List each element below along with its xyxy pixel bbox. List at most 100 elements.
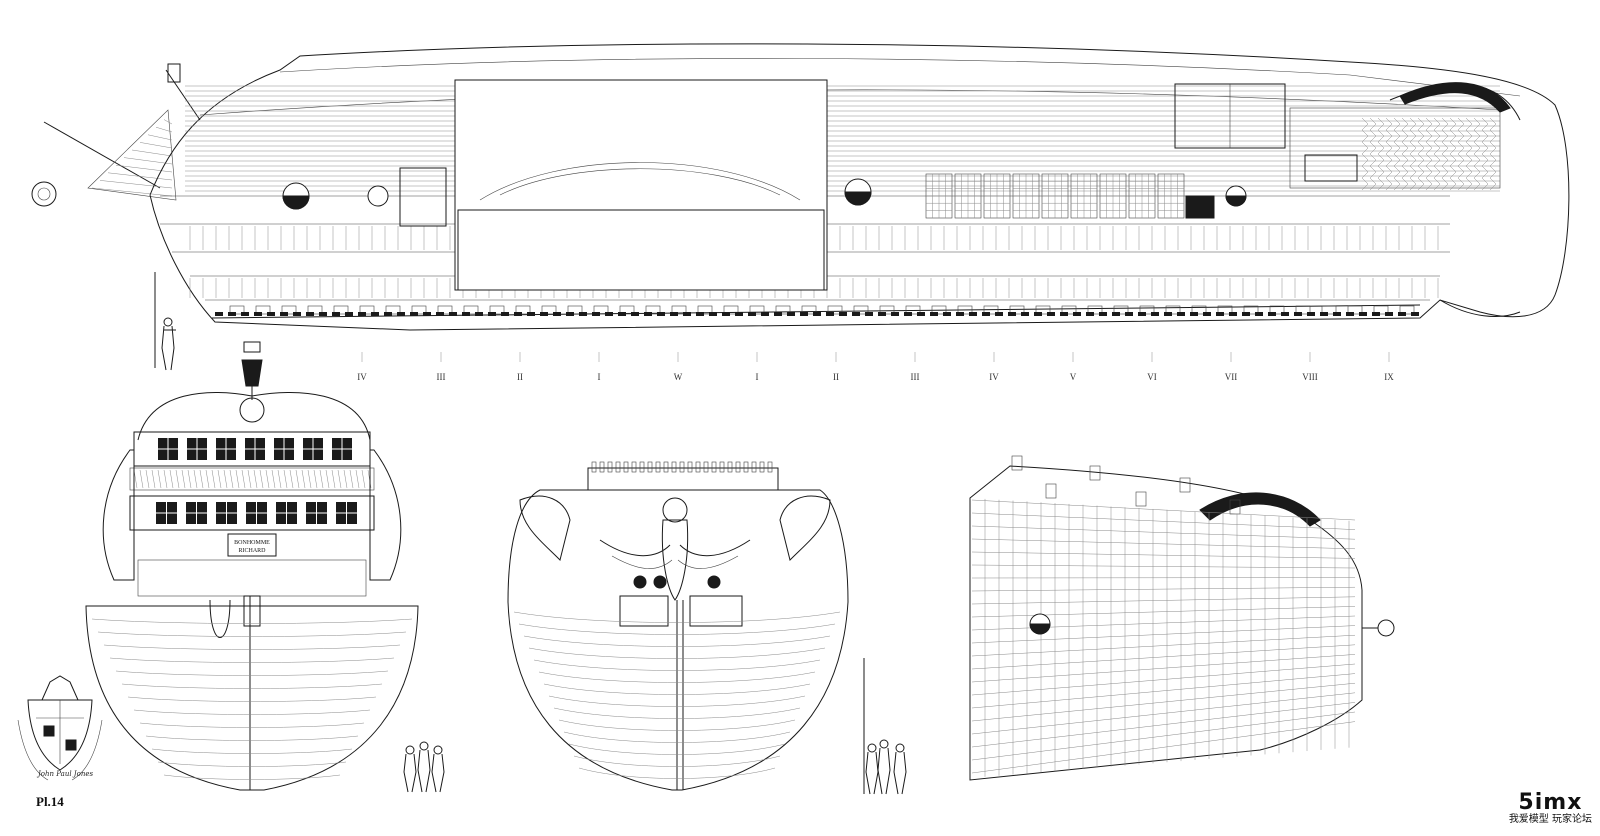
perspective-hull — [969, 465, 1363, 781]
watermark-logo: 5imx — [1518, 790, 1583, 815]
station-mark: I — [598, 372, 601, 382]
stern-name-line-2: RICHARD — [238, 548, 266, 554]
gunport — [1269, 305, 1285, 315]
gunport — [697, 305, 713, 315]
gunport — [1035, 305, 1051, 315]
capstan-aft — [1225, 185, 1247, 207]
station-mark: VII — [1225, 372, 1238, 382]
hawse-hole-starboard — [707, 575, 721, 589]
jib-boom-cap — [167, 63, 181, 83]
scale-figures-officers — [403, 741, 445, 793]
bow-elevation-view — [507, 461, 849, 791]
companion-ladder — [1185, 195, 1215, 219]
station-mark: IX — [1384, 372, 1394, 382]
gunport — [775, 305, 791, 315]
coat-of-arms — [17, 675, 103, 781]
gunport — [1139, 305, 1155, 315]
gunport — [1295, 305, 1311, 315]
head-grating — [87, 109, 177, 201]
gunport — [463, 305, 479, 315]
perspective-gun — [1011, 455, 1023, 471]
gunport — [281, 305, 297, 315]
gunport — [983, 305, 999, 315]
gunport — [1191, 305, 1207, 315]
binnacle — [1304, 154, 1358, 182]
jib-boom — [165, 69, 201, 121]
station-mark: VI — [1147, 372, 1157, 382]
gunport — [1061, 305, 1077, 315]
gunport — [411, 305, 427, 315]
gunport — [1217, 305, 1233, 315]
gunport — [515, 305, 531, 315]
forecastle-rail — [587, 467, 779, 491]
waist-boat — [479, 162, 801, 201]
taffrail — [137, 392, 371, 441]
station-mark: V — [1070, 372, 1077, 382]
station-mark: IV — [989, 372, 999, 382]
gunport — [1165, 305, 1181, 315]
perspective-gun — [1135, 491, 1147, 507]
station-mark: IV — [357, 372, 367, 382]
waist-hold — [457, 209, 825, 291]
gunport — [541, 305, 557, 315]
gunport — [905, 305, 921, 315]
gunport — [1373, 305, 1389, 315]
hull-outline — [149, 43, 1570, 331]
gunport — [1347, 305, 1363, 315]
perspective-gun — [1229, 499, 1241, 515]
stern-lantern — [241, 359, 263, 387]
perspective-gun — [1045, 483, 1057, 499]
perspective-section-view — [969, 455, 1395, 781]
perspective-gun — [1089, 465, 1101, 481]
stern-nameboard — [227, 533, 277, 557]
gunport — [645, 305, 661, 315]
station-mark: II — [833, 372, 839, 382]
gunport — [1399, 305, 1415, 315]
station-mark: III — [911, 372, 920, 382]
quarter-gallery-starboard — [369, 449, 402, 581]
hawse-hole-port-2 — [653, 575, 667, 589]
perspective-gun — [1179, 477, 1191, 493]
capstan-fore — [282, 182, 310, 210]
capstan-main — [844, 178, 872, 206]
gunport — [957, 305, 973, 315]
cathead-starboard — [779, 495, 831, 561]
gunport — [749, 305, 765, 315]
quarter-gallery-port — [102, 449, 135, 581]
gunport — [333, 305, 349, 315]
stern-name-line-1: BONHOMME — [234, 540, 270, 546]
gunport — [437, 305, 453, 315]
station-mark: W — [674, 372, 683, 382]
gunport — [931, 305, 947, 315]
stern-elevation-view: BONHOMME RICHARD — [85, 341, 419, 791]
stern-chain — [209, 599, 231, 638]
hawse-hole-port — [633, 575, 647, 589]
gunport — [1243, 305, 1259, 315]
station-mark: I — [756, 372, 759, 382]
stern-hull — [85, 605, 419, 791]
gunport — [853, 305, 869, 315]
signature: John Paul Jones — [38, 770, 94, 778]
stern-crest — [239, 397, 265, 423]
gunport — [229, 305, 245, 315]
station-mark: II — [517, 372, 523, 382]
figurehead — [31, 181, 57, 207]
gunport — [1009, 305, 1025, 315]
gunport — [255, 305, 271, 315]
scale-figures-crew — [863, 658, 907, 795]
gunport — [1113, 305, 1129, 315]
rudder — [1439, 299, 1521, 317]
gunport — [567, 305, 583, 315]
gunport — [671, 305, 687, 315]
scale-figure-marine — [154, 272, 176, 371]
gunport — [385, 305, 401, 315]
station-mark: VIII — [1302, 372, 1318, 382]
watermark-tagline: 我爱模型 玩家论坛 — [1508, 814, 1592, 825]
bowsprit — [43, 121, 161, 189]
gunport — [307, 305, 323, 315]
gunport — [489, 305, 505, 315]
gunport — [801, 305, 817, 315]
gunport — [879, 305, 895, 315]
